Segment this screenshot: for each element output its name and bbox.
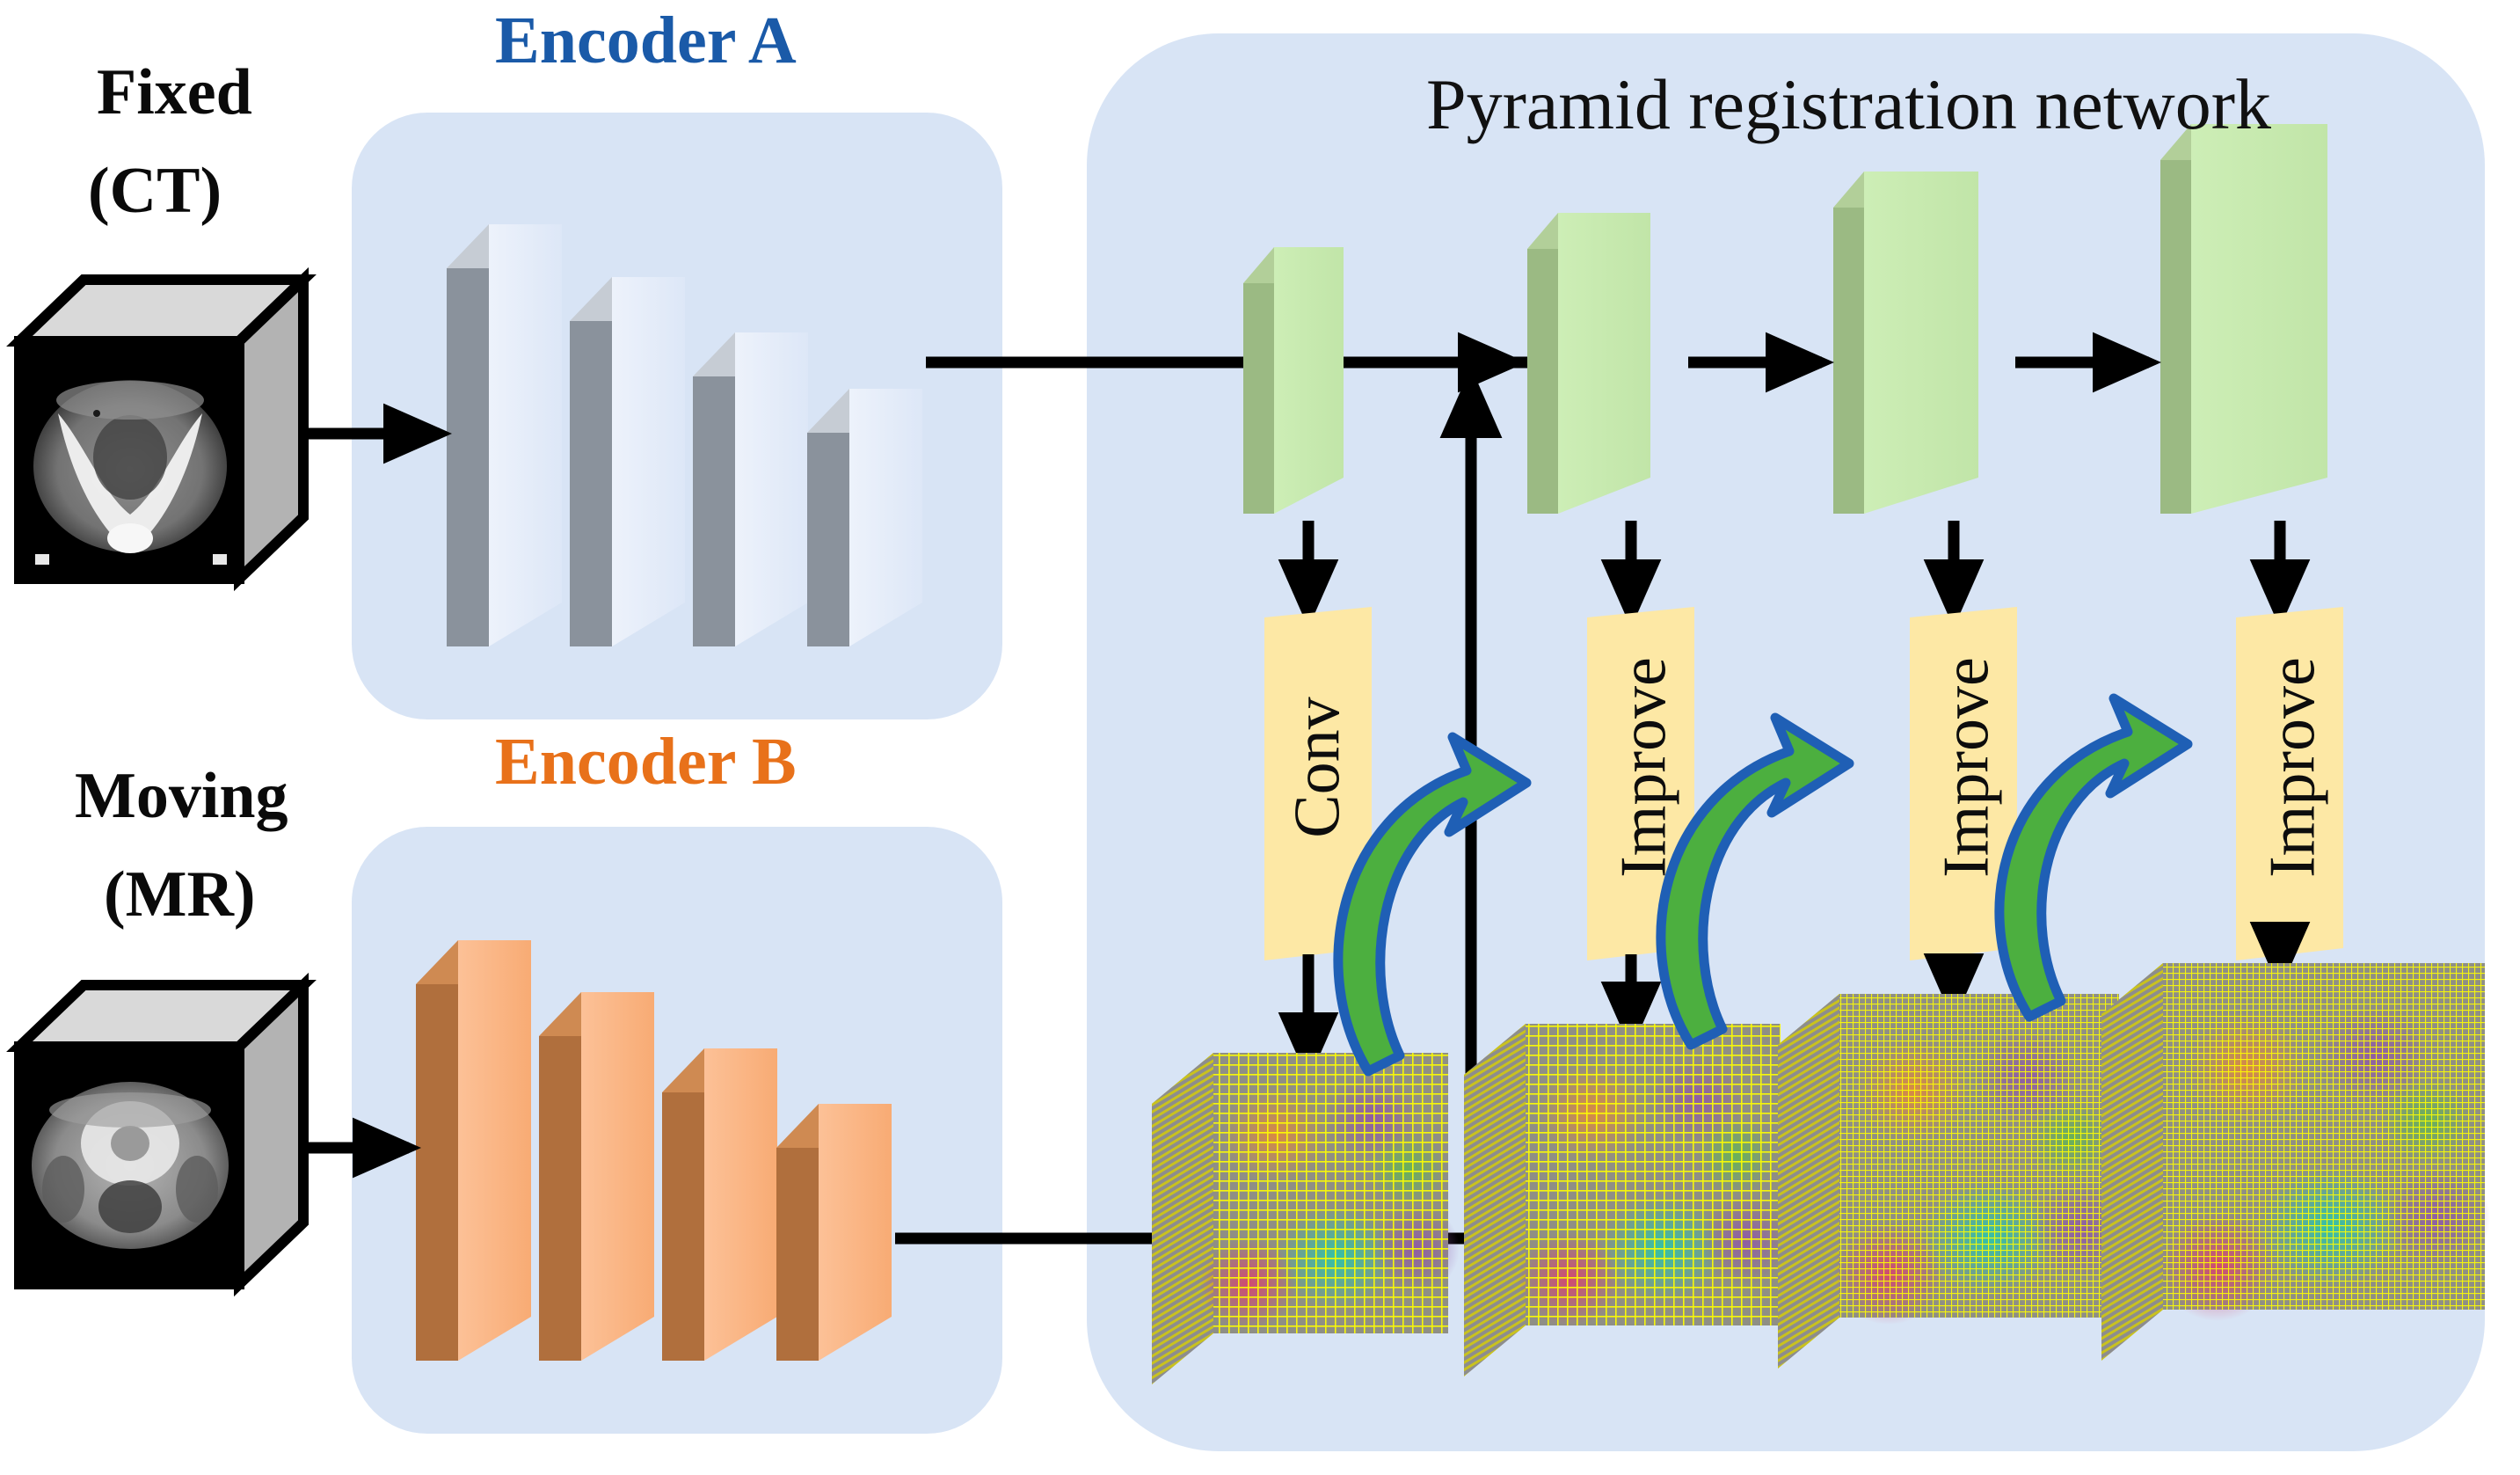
refinement-arrow-1 [1333, 732, 1532, 1077]
op-box-4 [2236, 607, 2343, 960]
pyramid-stage-3 [1833, 172, 1978, 514]
encoder-a-layer-4 [807, 389, 922, 646]
pyramid-stage-4 [2160, 124, 2327, 514]
encoder-b-label: Encoder B [495, 725, 797, 799]
deformation-field-1 [1152, 1053, 1460, 1384]
op-label-improve-2: Improve [1930, 657, 2003, 878]
moving-input-title-line2: (MR) [104, 858, 256, 931]
deformation-field-2 [1464, 1024, 1791, 1376]
encoder-b-layer-1 [416, 940, 531, 1361]
encoder-a-label: Encoder A [495, 4, 797, 77]
op-box-3 [1910, 607, 2017, 960]
encoder-b-layer-2 [539, 992, 654, 1361]
moving-mr-cube [6, 972, 317, 1297]
encoder-b-layers [416, 940, 892, 1361]
fixed-input-title-line2: (CT) [88, 155, 222, 227]
op-box-1 [1264, 607, 1372, 960]
pyramid-stage-1 [1243, 247, 1344, 514]
encoder-b-layer-4 [776, 1104, 892, 1361]
encoder-a-layer-3 [693, 332, 808, 646]
fixed-input-title-line1: Fixed [97, 56, 252, 128]
op-label-improve-3: Improve [2256, 657, 2329, 878]
encoder-b-layer-3 [662, 1048, 777, 1361]
pyramid-feature-stages [1243, 124, 2327, 514]
refinement-arrow-3 [1994, 693, 2193, 1022]
fixed-ct-cube [6, 267, 317, 592]
op-label-conv: Conv [1281, 697, 1354, 838]
op-label-improve-1: Improve [1607, 657, 1680, 878]
encoder-a-layer-1 [447, 224, 562, 646]
refinement-arrow-2 [1656, 712, 1854, 1050]
deformation-field-4 [2101, 963, 2490, 1361]
pyramid-stage-2 [1527, 213, 1650, 514]
pyramid-title: Pyramid registration network [1426, 64, 2272, 144]
deformation-field-3 [1778, 994, 2130, 1369]
encoder-a-layers [447, 224, 922, 646]
encoder-a-layer-2 [570, 277, 685, 646]
moving-input-title-line1: Moving [75, 760, 288, 832]
